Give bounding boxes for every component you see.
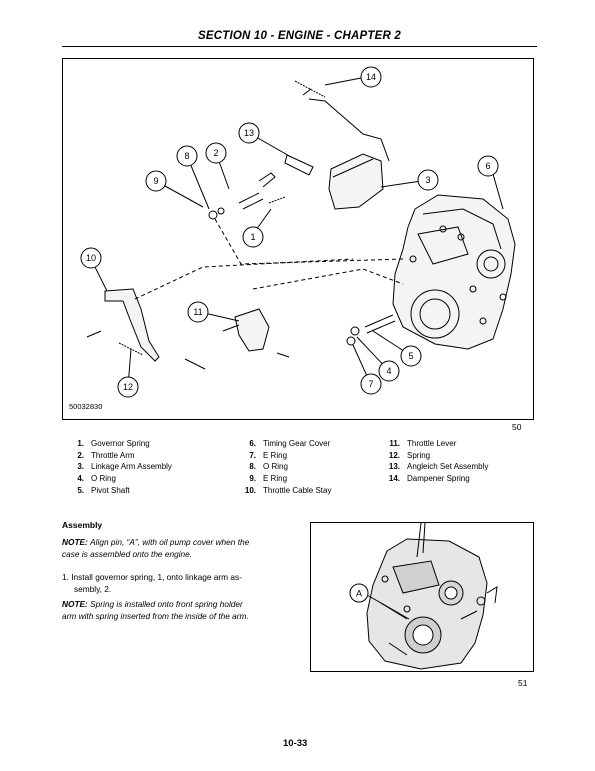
callout-A: A [356,589,362,599]
callout-1: 1 [250,232,255,242]
callout-3: 3 [425,175,430,185]
legend-item: 4.O Ring [77,474,116,484]
legend-item: 8.O Ring [249,462,288,472]
legend-item: 11.Throttle Lever [389,439,457,448]
assembly-note-2: NOTE: Spring is installed onto front spr… [62,599,249,621]
legend-item: 12.Spring [388,450,431,460]
callout-6: 6 [485,161,490,171]
section-header: SECTION 10 - ENGINE - CHAPTER 2 [197,30,401,42]
exploded-view-figure: 14 13 8 2 9 3 6 1 10 11 5 4 7 12 5003283… [62,58,534,420]
case-photo-figure: A [310,522,534,672]
callout-13: 13 [244,128,254,138]
legend-column-1: 1.Governor Spring 2.Throttle Arm 3.Linka… [68,438,172,497]
callout-8: 8 [184,151,189,161]
page-number: 10-33 [283,738,308,749]
callout-4: 4 [386,366,391,376]
legend-column-2: 6.Timing Gear Cover 7.E Ring 8.O Ring 9.… [240,438,332,497]
callout-2: 2 [213,148,218,158]
legend-item: 6.Timing Gear Cover [249,439,331,448]
figure-number-50: 50 [512,422,522,432]
exploded-view-drawing: 14 13 8 2 9 3 6 1 10 11 5 4 7 12 [80,66,516,398]
callout-12: 12 [123,382,133,392]
legend-item: 2.Throttle Arm [77,450,135,460]
legend-item: 14.Dampener Spring [388,474,470,484]
assembly-note-1: NOTE: Align pin, “A”, with oil pump cove… [62,537,250,559]
figure-number-51: 51 [518,678,528,688]
callout-5: 5 [408,351,413,361]
legend-item: 1.Governor Spring [77,439,150,448]
legend-item: 10.Throttle Cable Stay [244,485,332,495]
figure-code: 50032830 [69,402,103,411]
legend-item: 9.E Ring [249,474,288,484]
legend-column-3: 11.Throttle Lever 12.Spring 13.Angleich … [384,438,489,485]
callout-11: 11 [193,307,202,317]
assembly-heading: Assembly [62,520,103,530]
callout-9: 9 [153,176,158,186]
legend-item: 13.Angleich Set Assembly [388,462,489,472]
legend-item: 7.E Ring [249,450,288,460]
callout-14: 14 [366,72,376,82]
header-rule [62,46,537,47]
assembly-step-1: 1. Install governor spring, 1, onto link… [62,572,242,594]
case-photo-drawing: A [349,523,498,670]
callout-10: 10 [86,253,96,263]
legend-item: 5.Pivot Shaft [77,485,130,495]
legend-item: 3.Linkage Arm Assembly [77,462,172,472]
callout-7: 7 [368,379,373,389]
